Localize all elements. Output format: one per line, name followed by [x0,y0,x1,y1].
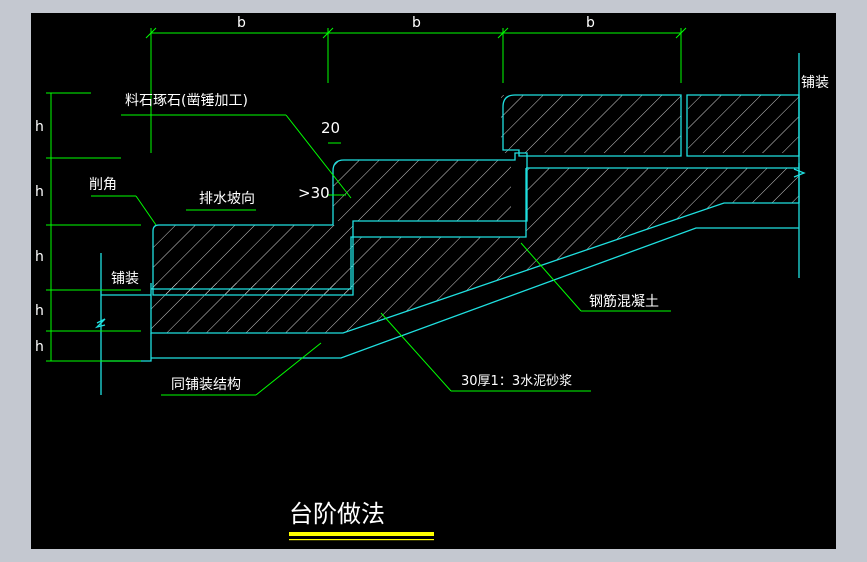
dim-b-3: b [586,15,595,31]
label-paving-left: 铺装 [111,271,139,287]
dim-h-4: h [35,303,44,319]
dim-h-2: h [35,184,44,200]
label-stone: 料石琢石(凿锤加工) [125,93,248,109]
cad-drawing-canvas[interactable]: b b b h h h h h 料石琢石(凿锤加工) 20 >30 削角 排水坡… [31,13,836,549]
label-concrete: 钢筋混凝土 [589,293,659,310]
dim-h-3: h [35,249,44,265]
label-dim-30: >30 [298,184,330,202]
drawing-title: 台阶做法 [289,500,385,528]
dim-b-2: b [412,15,421,31]
dim-h-1: h [35,119,44,135]
step-detail-drawing: b b b h h h h h 料石琢石(凿锤加工) 20 >30 削角 排水坡… [35,15,829,541]
drawing-labels: b b b h h h h h 料石琢石(凿锤加工) 20 >30 削角 排水坡… [35,15,829,393]
label-same-paving: 同铺装结构 [171,377,241,393]
title-underline-thin [289,539,434,541]
concrete-hatch [151,95,799,333]
title-underline-thick [289,532,434,536]
label-drain: 排水坡向 [199,191,255,207]
dimension-lines [46,27,687,396]
dim-h-5: h [35,339,44,355]
dim-b-1: b [237,15,246,31]
label-chamfer: 削角 [89,177,117,193]
label-mortar: 30厚1：3水泥砂浆 [461,374,572,389]
label-dim-20: 20 [321,119,340,137]
label-paving-right: 铺装 [801,75,829,91]
section-outlines [94,53,806,395]
